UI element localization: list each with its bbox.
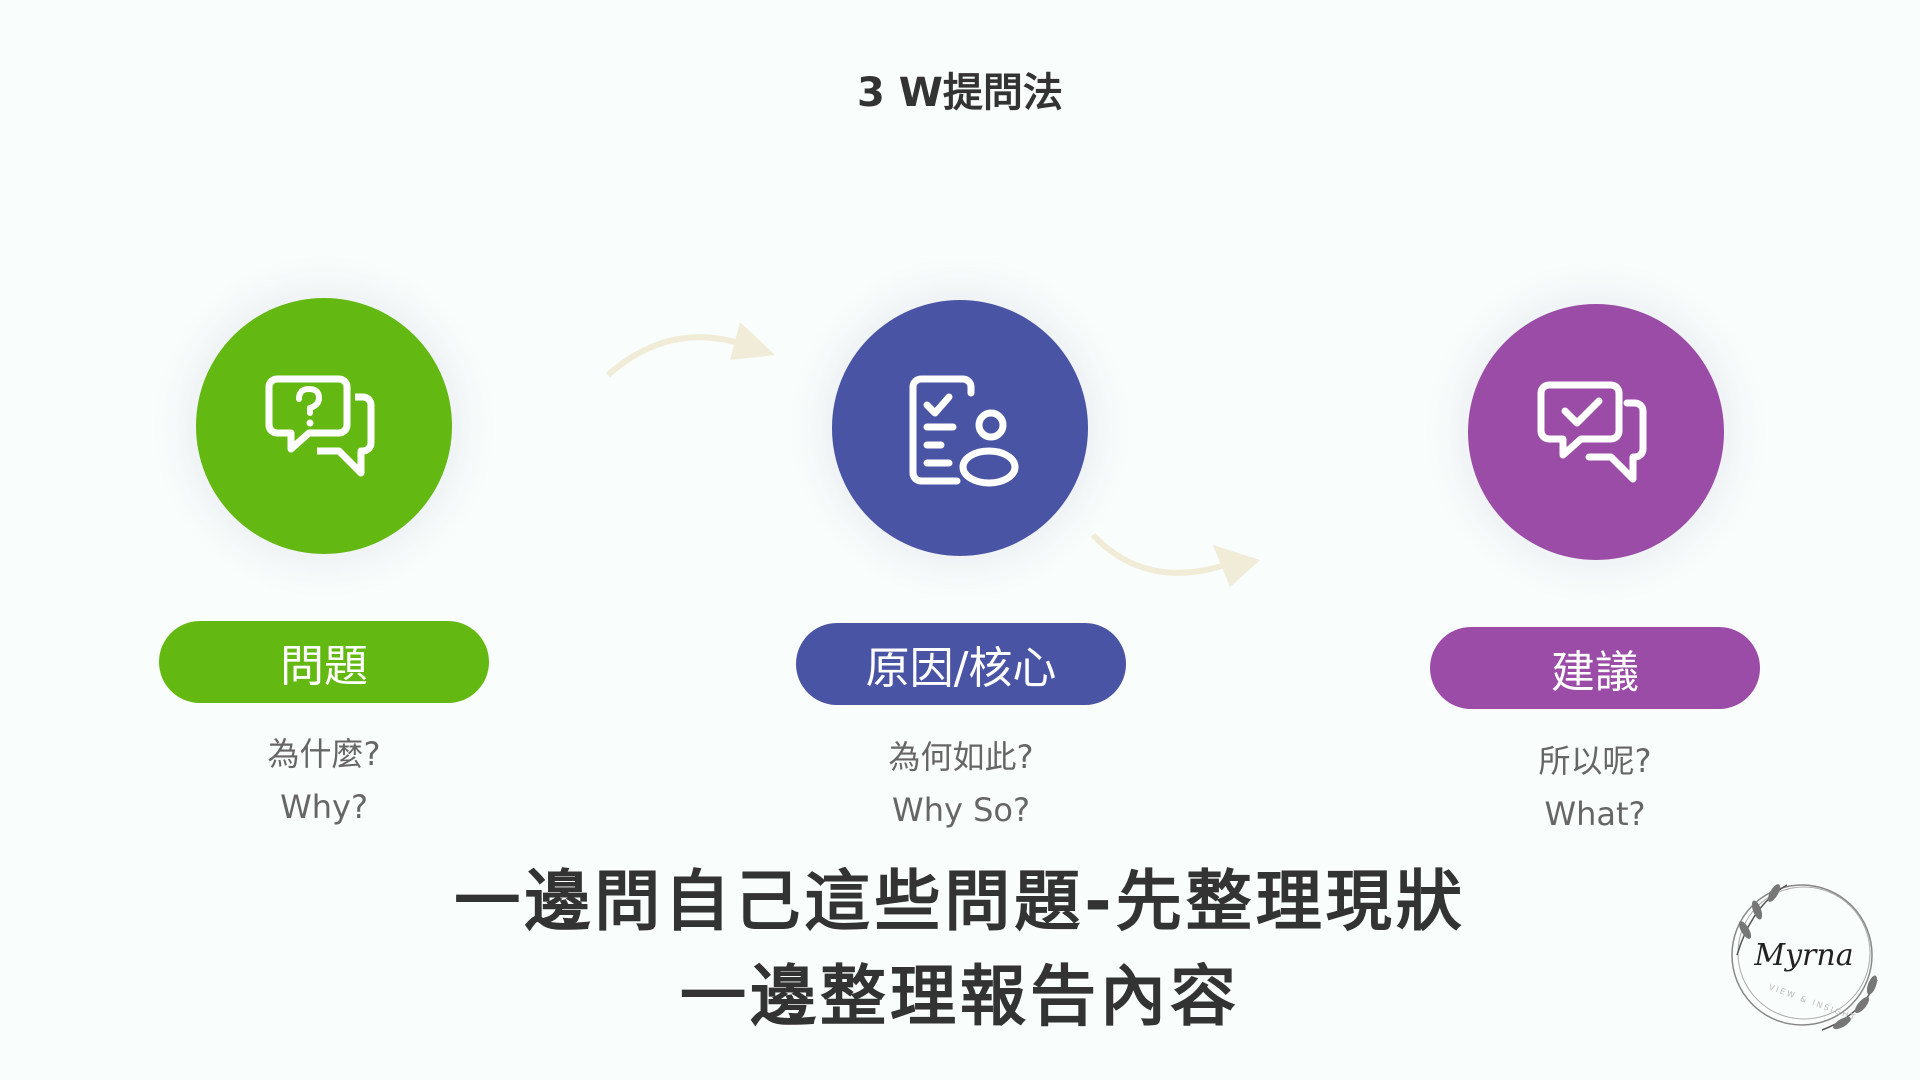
question-circle (196, 298, 452, 554)
arrow-right-icon (606, 322, 775, 378)
question-chat-icon (265, 375, 375, 477)
step-question-suggestion: 所以呢? What? (1430, 735, 1760, 841)
suggestion-circle (1468, 304, 1724, 560)
question-zh: 為何如此? (888, 738, 1034, 776)
logo-tagline: VIEW & INSIGHT (1768, 983, 1858, 1023)
page-title: 3 W提問法 (857, 70, 1063, 116)
myrna-logo: Myrna VIEW & INSIGHT (1712, 865, 1892, 1045)
question-en: Why So? (892, 791, 1030, 829)
step-label-problem: 問題 (159, 621, 489, 703)
question-en: What? (1544, 795, 1646, 833)
question-en: Why? (280, 788, 368, 826)
logo-name: Myrna (1753, 938, 1853, 973)
check-chat-icon (1537, 381, 1647, 483)
question-zh: 所以呢? (1538, 742, 1652, 780)
cause-circle (832, 300, 1088, 556)
step-label-cause: 原因/核心 (796, 623, 1126, 705)
report-person-icon (909, 375, 1019, 487)
headline-line-2: 一邊整理報告內容 (680, 958, 1240, 1035)
step-question-cause: 為何如此? Why So? (796, 731, 1126, 837)
question-zh: 為什麼? (267, 735, 381, 773)
arrow-right-icon (1090, 532, 1260, 587)
step-label-suggestion: 建議 (1430, 627, 1760, 709)
step-question-problem: 為什麼? Why? (159, 728, 489, 834)
headline-line-1: 一邊問自己這些問題-先整理現狀 (454, 863, 1466, 940)
